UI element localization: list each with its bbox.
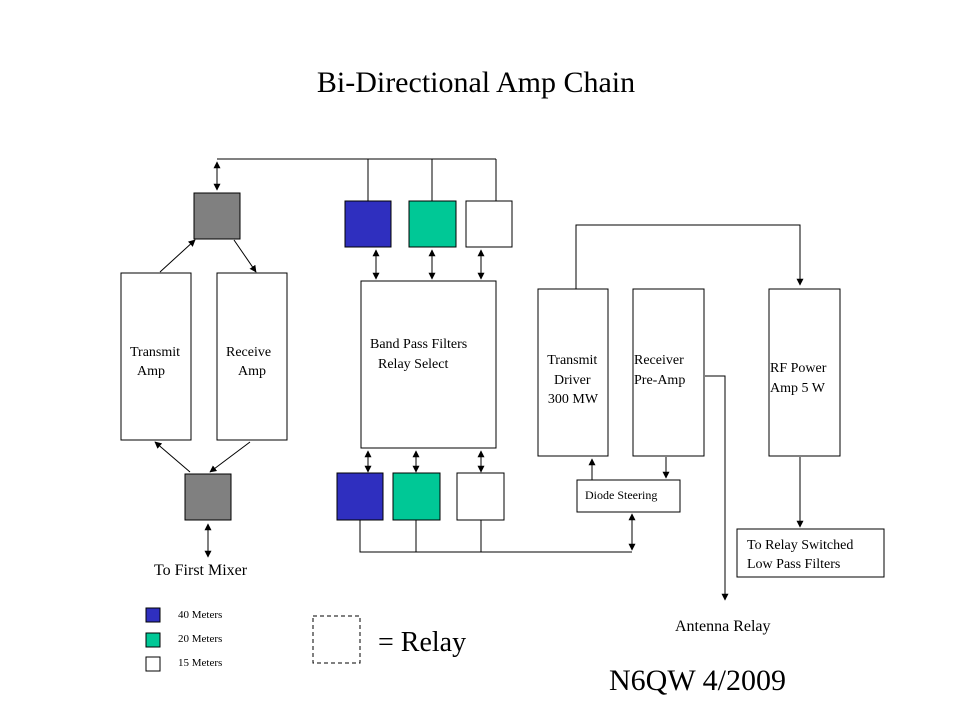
legend-label-20m: 20 Meters [178,633,222,645]
diagram-title: Bi-Directional Amp Chain [317,66,635,99]
bottom-gray-relay [184,473,232,521]
relay-symbol [312,615,361,664]
receiver-preamp-block [632,288,705,457]
band-pass-filters-block [360,280,497,449]
receiver-preamp-label: Receiver Pre-Amp [634,353,687,388]
receive-to-relay-arrow [209,441,251,473]
bottom-relay-15m [456,472,505,521]
legend-swatch-15m [145,656,161,672]
receive-amp-block [216,272,288,441]
rf-power-amp-label: RF Power Amp 5 W [770,361,830,396]
transmit-driver-block [537,288,609,457]
diode-steering-label: Diode Steering [585,488,657,502]
bottom-bus-line [359,520,632,553]
relay-to-receive-arrow [233,239,257,273]
bottom-relay-20m [392,472,441,521]
antenna-relay-arrow [705,375,729,601]
receive-amp-label: Receive Amp [226,345,275,379]
legend-label-15m: 15 Meters [178,657,222,669]
transmit-driver-label: Transmit Driver 300 MW [547,353,601,407]
transmit-amp-label: Transmit Amp [130,345,184,379]
legend-label-40m: 40 Meters [178,609,222,621]
low-pass-filters-block [736,528,885,578]
transmit-amp-block [120,272,192,441]
relay-to-transmit-arrow [159,239,196,273]
top-relay-40m [344,200,392,248]
to-first-mixer-label: To First Mixer [154,562,248,579]
antenna-relay-label: Antenna Relay [675,618,771,635]
transmit-to-relay-arrow [154,441,191,473]
relay-equals-label: = Relay [378,627,466,658]
driver-to-power-amp-line [575,224,804,289]
legend-swatch-40m [145,607,161,623]
top-relay-15m [465,200,513,248]
band-pass-filters-label: Band Pass Filters Relay Select [370,337,471,372]
top-relay-20m [408,200,457,248]
rf-power-amp-block [768,288,841,457]
diode-steering-block [576,479,681,513]
top-gray-relay [193,192,241,240]
signature-label: N6QW 4/2009 [609,664,786,697]
low-pass-filters-label: To Relay Switched Low Pass Filters [747,538,857,572]
bottom-relay-40m [336,472,384,521]
legend-swatch-20m [145,632,161,648]
